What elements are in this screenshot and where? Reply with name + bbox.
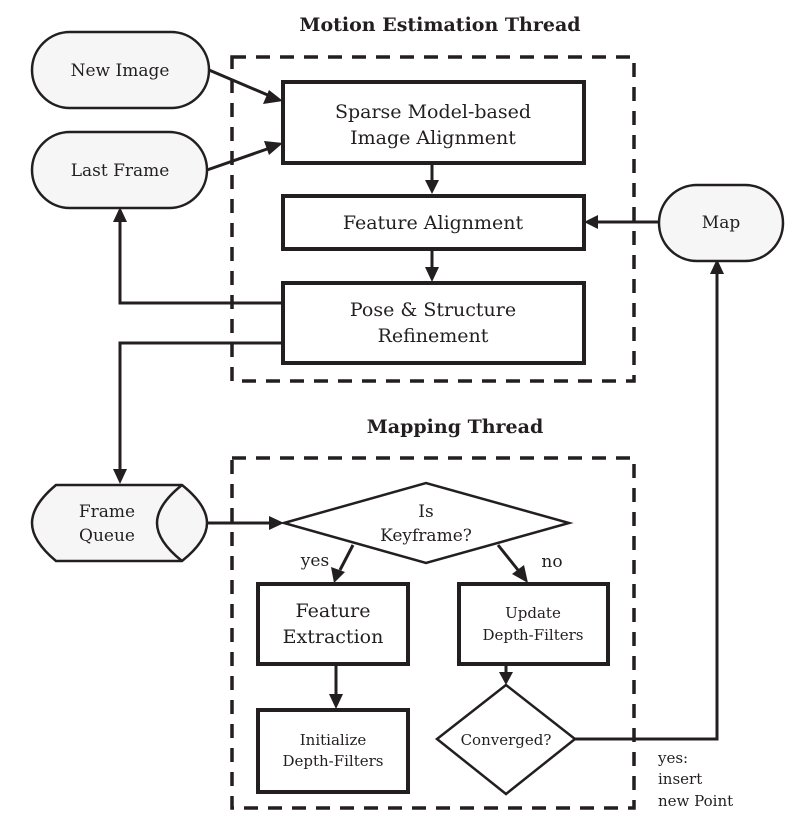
pose-refinement-line1: Pose & Structure xyxy=(350,299,516,321)
feature-alignment-label: Feature Alignment xyxy=(343,212,524,234)
sparse-alignment-box: Sparse Model-based Image Alignment xyxy=(281,80,586,165)
converged-label: Converged? xyxy=(461,731,552,749)
arrowhead xyxy=(425,267,439,282)
arrowhead xyxy=(269,516,284,530)
arrowhead xyxy=(512,565,528,583)
update-filters-line1: Update xyxy=(505,604,561,622)
feature-extraction-box: Feature Extraction xyxy=(256,582,410,666)
arrowhead xyxy=(113,207,127,222)
is-keyframe-line1: Is xyxy=(418,502,433,522)
edge-pose-to-last-frame xyxy=(118,220,283,305)
sparse-alignment-line2: Image Alignment xyxy=(350,127,516,149)
new-image-label: New Image xyxy=(71,61,170,81)
arrowhead xyxy=(113,469,127,484)
sparse-alignment-line1: Sparse Model-based xyxy=(335,101,531,123)
map-label: Map xyxy=(702,213,741,233)
edge-keyframe-no xyxy=(496,544,520,571)
edge-pose-to-frame-queue xyxy=(118,341,283,470)
is-keyframe-line2: Keyframe? xyxy=(380,526,472,546)
initialize-filters-line1: Initialize xyxy=(300,731,367,749)
arrowhead xyxy=(425,180,439,194)
arrowhead xyxy=(499,672,513,685)
no-label: no xyxy=(541,552,562,572)
arrowhead xyxy=(264,141,283,155)
insert-point-line2: insert xyxy=(658,770,702,788)
is-keyframe-decision: Is Keyframe? xyxy=(279,481,574,565)
frame-queue-storage: Frame Queue xyxy=(30,483,209,563)
pose-refinement-line2: Refinement xyxy=(378,325,489,347)
feature-extraction-line2: Extraction xyxy=(283,626,384,648)
arrowhead xyxy=(331,567,345,583)
mapping-thread-title: Mapping Thread xyxy=(367,416,544,438)
yes-label: yes xyxy=(300,551,329,571)
edge-keyframe-yes xyxy=(338,544,355,571)
pose-refinement-box: Pose & Structure Refinement xyxy=(281,281,586,365)
motion-thread-container xyxy=(230,55,636,383)
converged-decision: Converged? xyxy=(434,683,578,796)
edge-new-image-to-sparse xyxy=(208,68,271,98)
insert-point-line1: yes: xyxy=(657,749,688,767)
arrowhead xyxy=(329,694,343,709)
initialize-filters-line2: Depth-Filters xyxy=(282,752,383,770)
new-image-terminal: New Image xyxy=(30,30,211,110)
insert-point-annotation: yes: insert new Point xyxy=(657,749,733,810)
update-filters-line2: Depth-Filters xyxy=(482,626,583,644)
arrowhead xyxy=(263,90,283,104)
frame-queue-label-line1: Frame xyxy=(79,502,135,522)
initialize-filters-box: Initialize Depth-Filters xyxy=(256,708,410,794)
arrowhead xyxy=(584,215,598,229)
motion-thread-title: Motion Estimation Thread xyxy=(299,14,580,36)
frame-queue-label-line2: Queue xyxy=(79,526,135,546)
mapping-thread-container xyxy=(230,456,636,810)
feature-extraction-line1: Feature xyxy=(296,600,371,622)
map-terminal: Map xyxy=(657,183,785,263)
feature-alignment-box: Feature Alignment xyxy=(281,194,586,251)
edge-last-frame-to-sparse xyxy=(206,146,271,172)
edge-converged-to-map xyxy=(575,272,719,741)
last-frame-label: Last Frame xyxy=(71,161,170,181)
last-frame-terminal: Last Frame xyxy=(30,130,209,210)
arrowhead xyxy=(710,259,724,274)
insert-point-line3: new Point xyxy=(658,792,733,810)
update-filters-box: Update Depth-Filters xyxy=(457,582,610,666)
